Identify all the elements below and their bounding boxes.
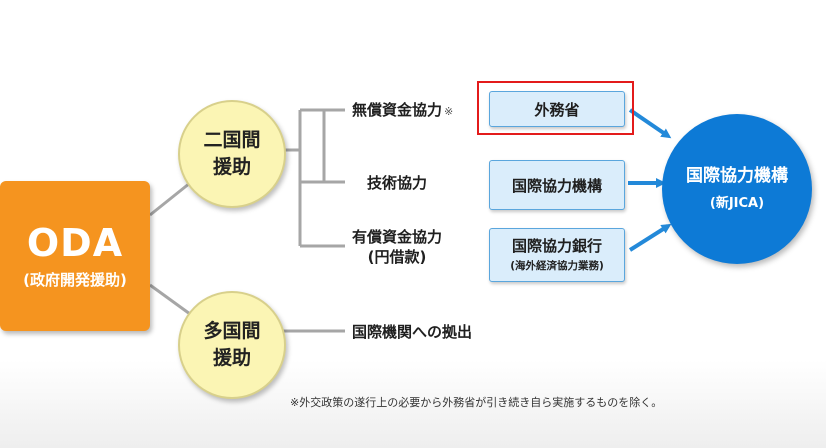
bilateral-aid-line2: 援助 [212,156,251,178]
loan-aid-label: 有償資金協力 (円借款) [352,227,442,267]
jica-technical-label: 国際協力機構 [511,176,602,195]
loan-aid-text: 有償資金協力 [352,228,443,246]
connector-oda-multilateral [149,283,191,316]
bilateral-aid-circle: 二国間 援助 [178,100,286,208]
new-jica-label: 国際協力機構 [686,166,788,186]
jbic-box: 国際協力銀行 (海外経済協力業務) [489,228,625,282]
oda-title: ODA [26,221,124,265]
multilateral-aid-circle: 多国間 援助 [178,291,286,399]
highlight-frame [477,81,634,135]
international-contribution-label: 国際機関への拠出 [352,323,473,341]
connector-oda-bilateral [149,181,191,217]
jbic-label: 国際協力銀行 [511,237,602,255]
new-jica-sublabel: (新JICA) [709,196,765,211]
oda-box: ODA (政府開発援助) [0,181,150,331]
new-jica-circle: 国際協力機構 (新JICA) [662,114,812,264]
bottom-gradient [0,360,826,448]
mofa-box: 外務省 [489,91,625,127]
multilateral-aid-line2: 援助 [212,347,251,369]
arrow-mofa-to-jica [628,108,672,139]
technical-cooperation-label: 技術協力 [367,174,428,192]
mofa-label: 外務省 [534,100,580,119]
arrow-jbic-to-jica [628,223,672,252]
bilateral-aid-line1: 二国間 [203,129,261,151]
loan-aid-sublabel: (円借款) [367,248,427,266]
grant-aid-text: 無償資金協力 [352,101,443,119]
connector-grant-aid [300,108,326,184]
grant-aid-label: 無償資金協力※ [352,99,453,120]
jica-technical-box: 国際協力機構 [489,160,625,210]
oda-subtitle: (政府開発援助) [23,271,127,289]
multilateral-aid-line1: 多国間 [203,320,261,342]
grant-aid-footnote-mark: ※ [444,105,454,118]
footnote: ※外交政策の遂行上の必要から外務省が引き続き自ら実施するものを除く。 [290,396,663,409]
jbic-sublabel: (海外経済協力業務) [510,260,604,272]
